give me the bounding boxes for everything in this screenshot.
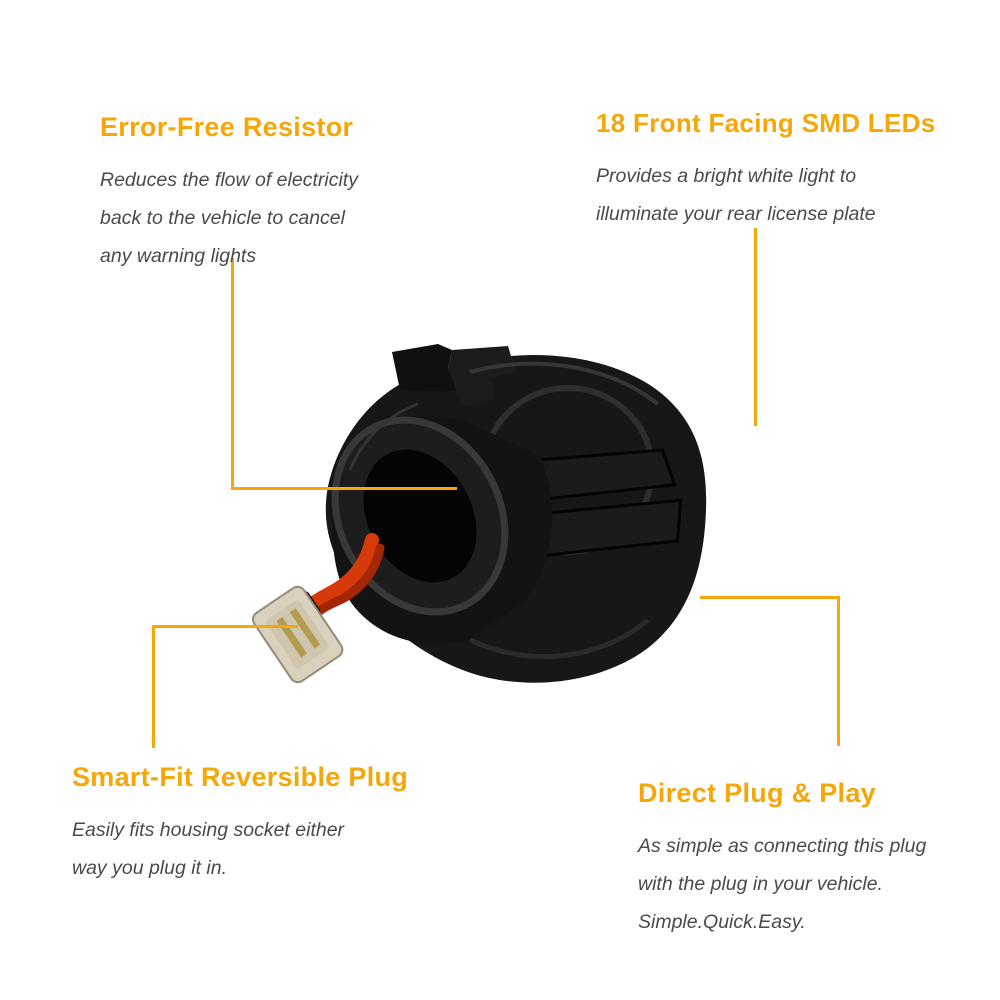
callout-smart-fit-reversible-plug: Smart-Fit Reversible Plug Easily fits ho… — [72, 762, 408, 887]
callout-description: Easily fits housing socket either way yo… — [72, 811, 408, 887]
description-line: As simple as connecting this plug — [638, 835, 927, 857]
callout-direct-plug-and-play: Direct Plug & Play As simple as connecti… — [638, 778, 926, 941]
callout-error-free-resistor: Error-Free Resistor Reduces the flow of … — [100, 112, 358, 275]
callout-description: Provides a bright white light to illumin… — [596, 157, 935, 233]
barrel-highlight — [348, 402, 419, 471]
callout-line-bottom-right-horizontal — [700, 596, 840, 599]
callout-title: Direct Plug & Play — [638, 778, 876, 808]
housing-highlight — [469, 361, 660, 406]
power-wire-strand — [307, 543, 385, 623]
description-line: Provides a bright white light to — [596, 165, 857, 187]
description-line: way you plug it in. — [72, 857, 228, 879]
description-line: Reduces the flow of electricity — [100, 169, 358, 191]
bottom-ring — [468, 618, 650, 660]
callout-front-facing-smd-leds: 18 Front Facing SMD LEDs Provides a brig… — [596, 108, 935, 233]
description-line: Simple.Quick.Easy. — [638, 911, 806, 933]
description-line: Easily fits housing socket either — [72, 819, 345, 841]
mount-clip-arm — [448, 346, 516, 406]
callout-description: As simple as connecting this plug with t… — [638, 827, 926, 941]
callout-line-top-left-horizontal — [231, 487, 457, 490]
callout-title: Error-Free Resistor — [100, 112, 354, 142]
callout-line-bottom-left-vertical — [152, 625, 155, 748]
description-line: any warning lights — [100, 245, 257, 267]
plug-pin — [289, 608, 321, 649]
callout-title: 18 Front Facing SMD LEDs — [596, 108, 936, 138]
description-line: back to the vehicle to cancel — [100, 207, 345, 229]
callout-description: Reduces the flow of electricity back to … — [100, 161, 358, 275]
description-line: illuminate your rear license plate — [596, 203, 876, 225]
callout-line-bottom-left-horizontal — [152, 625, 298, 628]
description-line: with the plug in your vehicle. — [638, 873, 883, 895]
callout-line-bottom-right-vertical — [837, 596, 840, 746]
barrel-opening — [363, 449, 477, 583]
callout-line-top-right-vertical — [754, 228, 757, 426]
callout-title: Smart-Fit Reversible Plug — [72, 762, 409, 792]
callout-line-top-left-vertical — [231, 258, 234, 490]
